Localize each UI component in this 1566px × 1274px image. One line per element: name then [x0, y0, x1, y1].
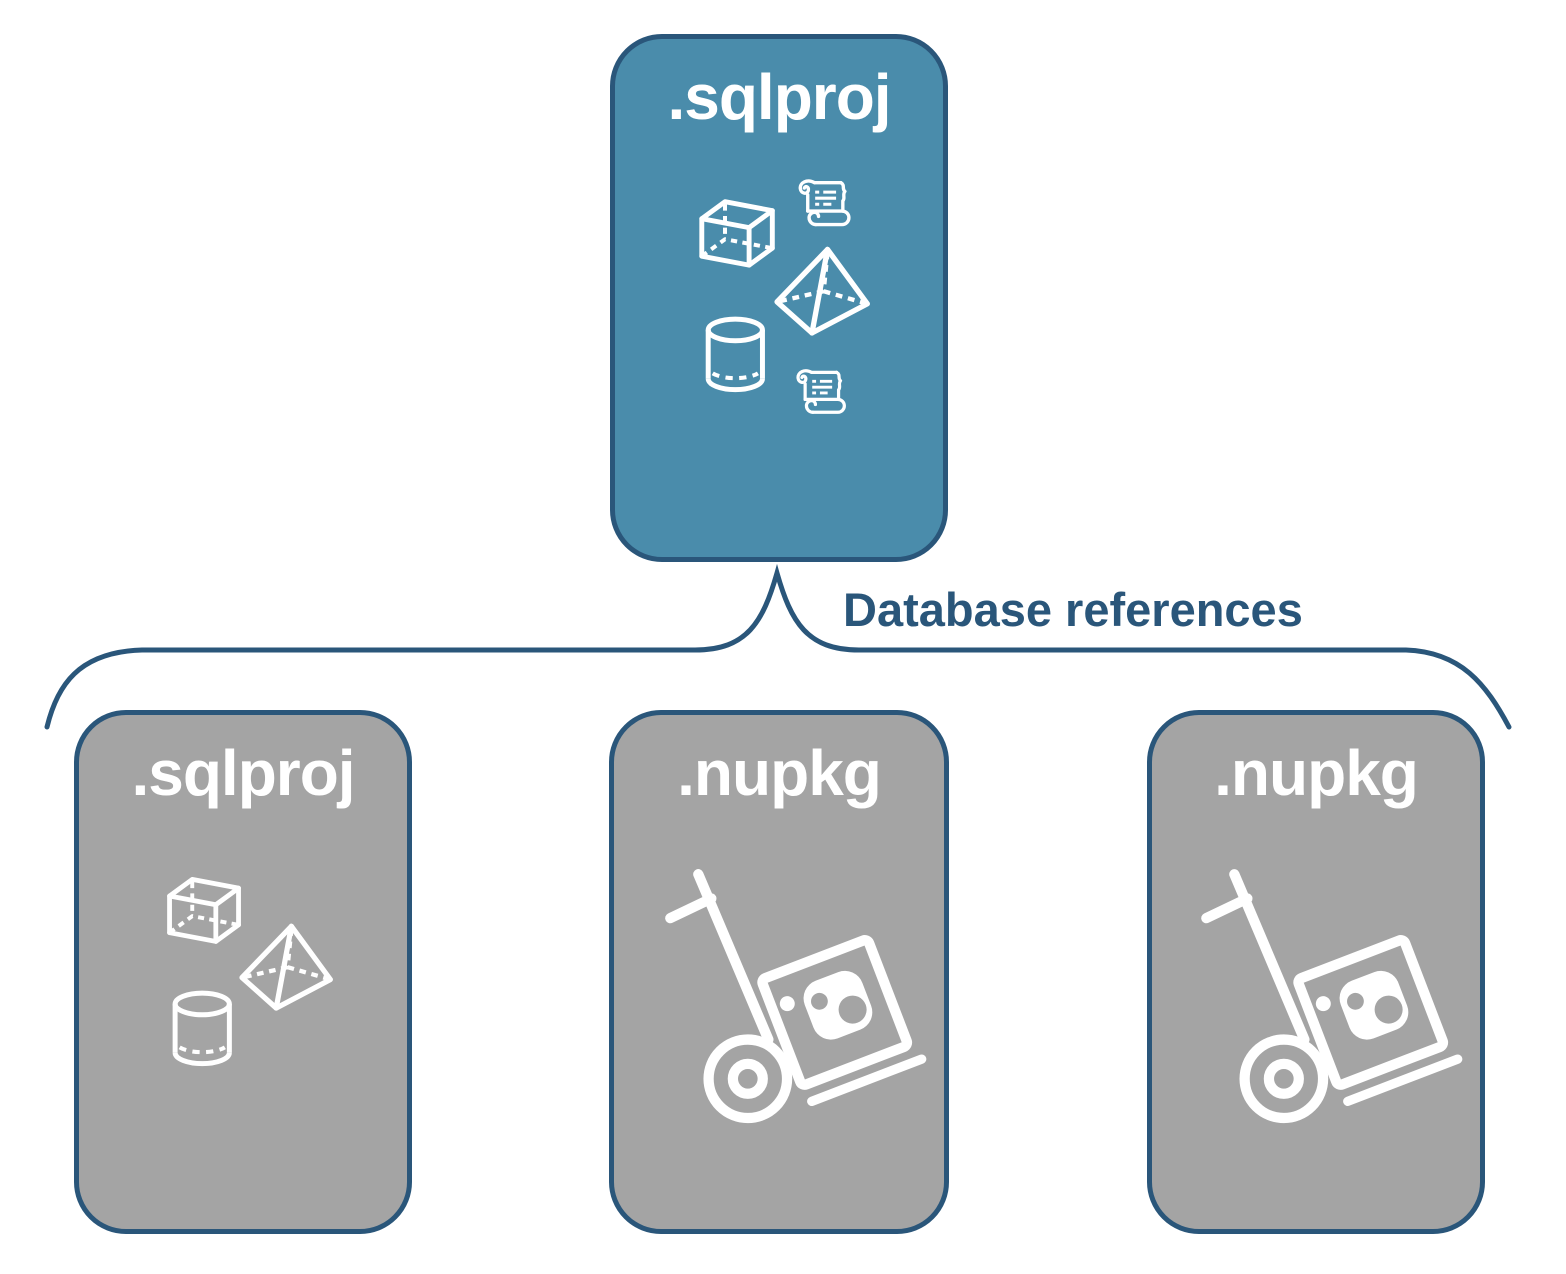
child-node-title: .nupkg	[1214, 737, 1419, 809]
cube-icon	[702, 202, 773, 265]
script-scroll-icon	[798, 179, 851, 227]
child-node-nupkg: .nupkg	[1147, 710, 1485, 1234]
child-node-icons	[79, 715, 407, 1229]
child-node-icons	[1152, 715, 1480, 1229]
child-node-nupkg: .nupkg	[609, 710, 949, 1234]
cylinder-icon	[175, 993, 229, 1064]
pyramid-icon	[242, 926, 330, 1008]
package-dolly-icon	[670, 874, 921, 1118]
root-node-title: .sqlproj	[667, 61, 891, 133]
child-node-title: .sqlproj	[131, 737, 355, 809]
root-node-icons	[615, 179, 943, 414]
pyramid-icon	[777, 249, 867, 332]
child-node-title: .nupkg	[677, 737, 882, 809]
script-scroll-icon	[796, 369, 846, 414]
child-node-sqlproj: .sqlproj	[74, 710, 412, 1234]
cube-icon	[170, 879, 239, 941]
connector-label: Database references	[843, 583, 1303, 636]
child-node-icons	[614, 715, 944, 1229]
cylinder-icon	[708, 319, 762, 390]
root-node-sqlproj: .sqlproj	[610, 34, 948, 562]
package-dolly-icon	[1206, 874, 1457, 1118]
